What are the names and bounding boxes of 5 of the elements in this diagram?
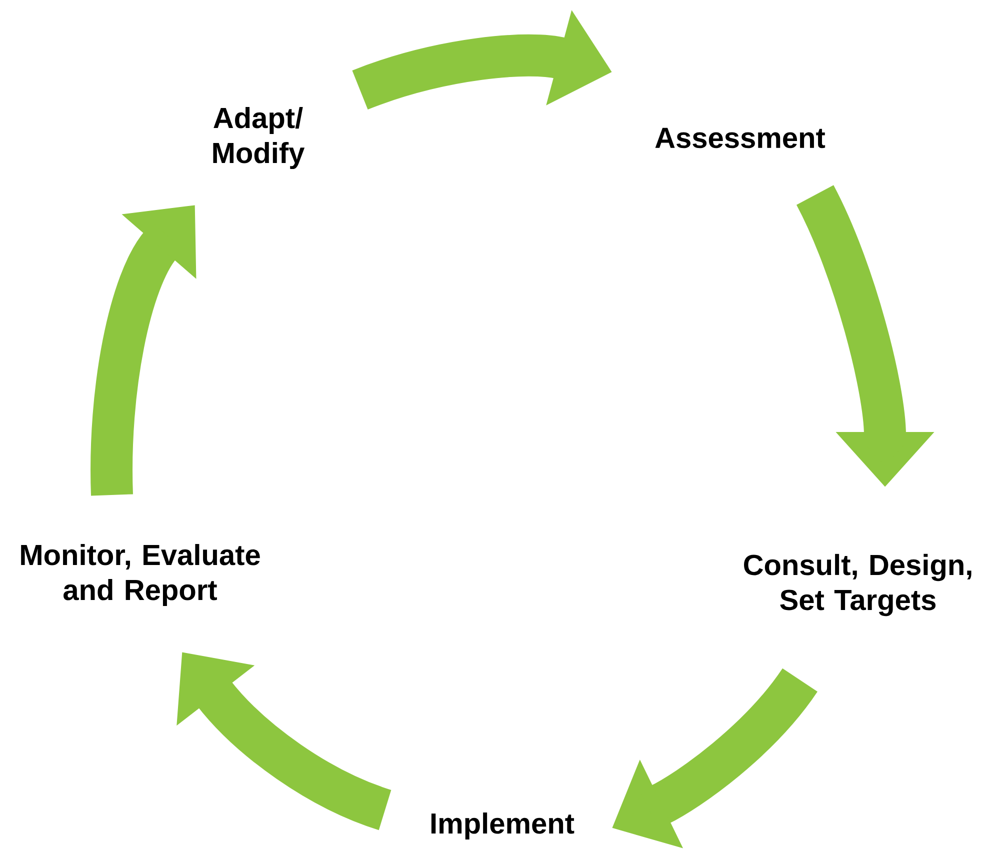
step-label: Monitor, Evaluate and Report [21,544,260,606]
step-label: Consult, Design, Set Targets [744,554,972,616]
step-label: Assessment [655,128,826,148]
step-label: Implement [431,812,574,840]
step-label: Adapt/ Modify [213,106,305,170]
